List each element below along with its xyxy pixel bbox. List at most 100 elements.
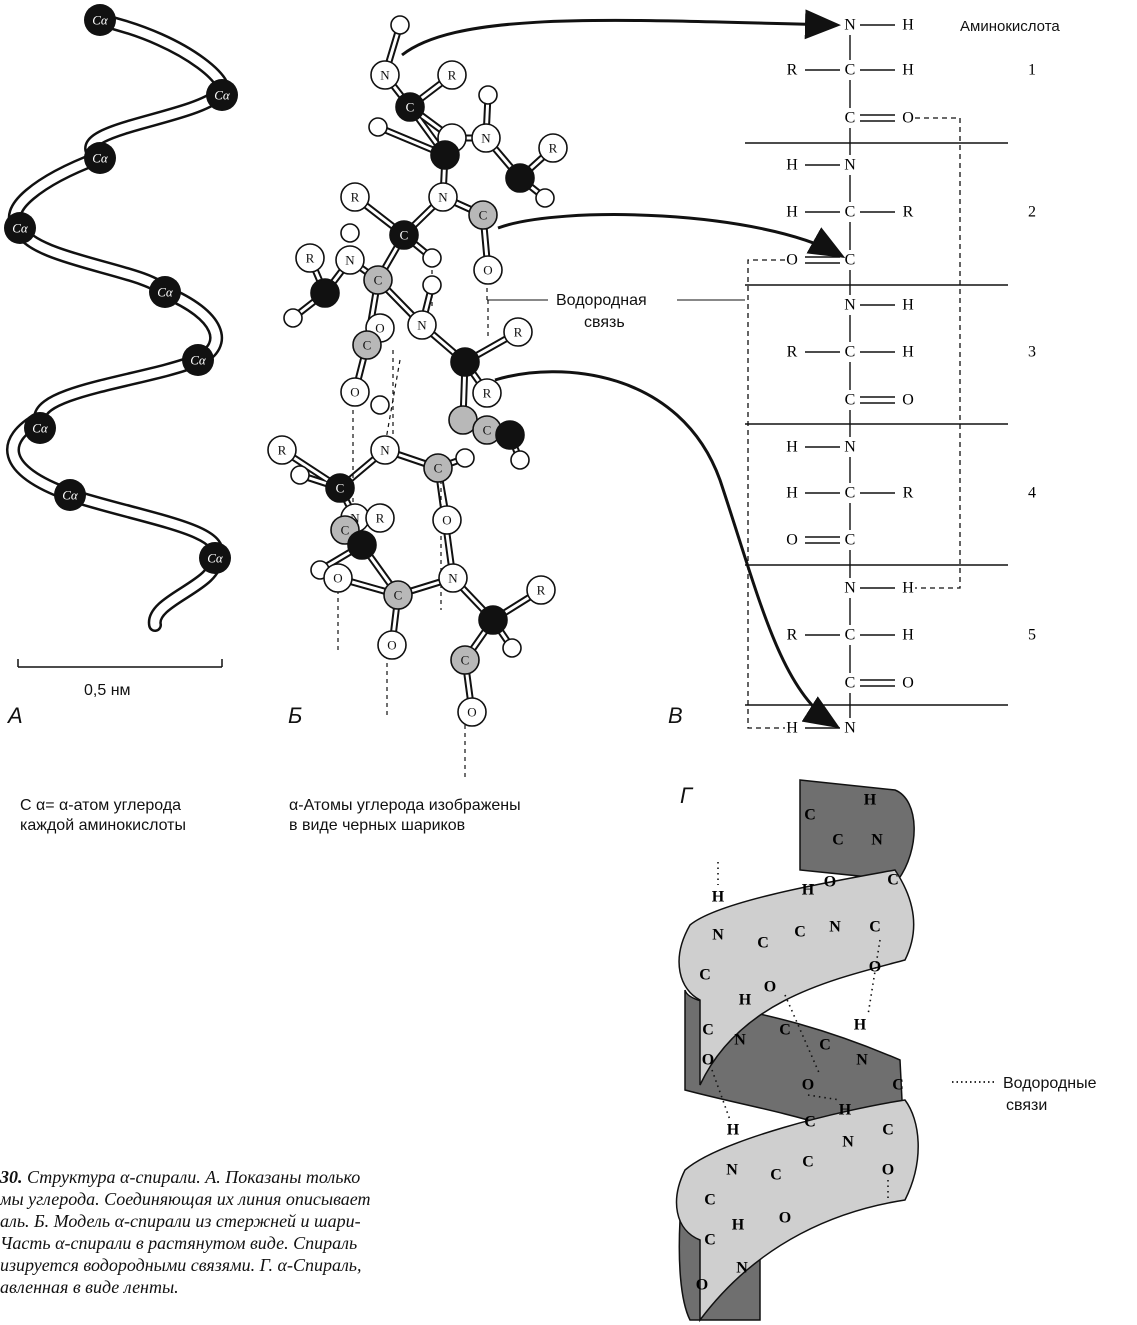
ribbon-atom: C xyxy=(770,1167,782,1184)
panel-d-legend-line2: связи xyxy=(1006,1097,1048,1114)
ca-atom-label: Cα xyxy=(214,88,231,103)
backbone-n: N xyxy=(844,17,856,34)
ca-atom-label: Cα xyxy=(92,151,109,166)
atom-ball: R xyxy=(267,435,297,465)
ribbon-atom: N xyxy=(856,1052,868,1069)
ribbon-atom: N xyxy=(736,1260,748,1277)
alpha-c: C xyxy=(845,485,856,502)
ribbon-atom: C xyxy=(819,1037,831,1054)
hydrogen-ball xyxy=(455,448,475,468)
ca-atom: Cα xyxy=(54,479,86,511)
ribbon-atom: H xyxy=(802,882,815,899)
alpha-carbon-ball xyxy=(310,278,340,308)
atom-label: O xyxy=(467,705,476,720)
ribbon-atom: H xyxy=(732,1217,745,1234)
ribbon-atom: C xyxy=(794,924,806,941)
atom-ball: R xyxy=(538,133,568,163)
ca-atom: Cα xyxy=(4,212,36,244)
ca-atom: Cα xyxy=(206,79,238,111)
ribbon-atom: N xyxy=(829,919,841,936)
atom-ball: R xyxy=(472,378,502,408)
atom-ball: C xyxy=(352,330,382,360)
atom-ball: R xyxy=(503,317,533,347)
atom-label: R xyxy=(514,325,523,340)
atom-label: N xyxy=(448,571,458,586)
atom-label: N xyxy=(345,253,355,268)
atom-label: N xyxy=(438,190,448,205)
side-chain-r: R xyxy=(903,485,914,502)
atom-label: O xyxy=(350,385,359,400)
ribbon-atom: C xyxy=(704,1232,716,1249)
atom-label: C xyxy=(341,523,350,538)
atom-ball: C xyxy=(363,265,393,295)
amino-acid-header: Аминокислота xyxy=(960,18,1060,35)
ribbon-atom: C xyxy=(757,935,769,952)
ca-atom-label: Cα xyxy=(92,13,109,28)
carbonyl-o: O xyxy=(902,675,914,692)
ribbon-atom: H xyxy=(739,992,752,1009)
ribbon-atom: C xyxy=(804,1114,816,1131)
ribbon-atom: C xyxy=(779,1022,791,1039)
ribbon-atom: H xyxy=(727,1122,740,1139)
alpha-c: C xyxy=(845,62,856,79)
figure-caption: 30. Структура α-спирали. А. Показаны тол… xyxy=(0,1166,540,1298)
carbonyl-c: C xyxy=(845,252,856,269)
ribbon-atom: C xyxy=(832,832,844,849)
atom-ball: R xyxy=(526,575,556,605)
ribbon-atom: C xyxy=(704,1192,716,1209)
panel-a-legend-line1: C α= α-атом углерода xyxy=(20,797,182,814)
atom-ball: C xyxy=(468,200,498,230)
alpha-carbon-ball xyxy=(347,530,377,560)
carbonyl-o: O xyxy=(786,532,798,549)
atom-label: N xyxy=(417,318,427,333)
panel-d-legend-line1: Водородные xyxy=(1003,1075,1097,1092)
atom-label: C xyxy=(374,273,383,288)
ca-atom-label: Cα xyxy=(157,285,174,300)
atom-label: O xyxy=(375,321,384,336)
atom-label: C xyxy=(461,653,470,668)
residue-number: 5 xyxy=(1028,627,1036,644)
atom-ball: N xyxy=(428,182,458,212)
alpha-carbon-ball xyxy=(478,605,508,635)
atom-label: O xyxy=(333,571,342,586)
atom-label: C xyxy=(363,338,372,353)
atom-ball: C xyxy=(383,580,413,610)
atom-label: R xyxy=(537,583,546,598)
ribbon-atom: N xyxy=(871,832,883,849)
ribbon-atom: H xyxy=(712,889,725,906)
ribbon-atom: C xyxy=(702,1022,714,1039)
n-hydrogen: H xyxy=(786,157,798,174)
ca-atom-label: Cα xyxy=(32,421,49,436)
atom-ball: N xyxy=(438,563,468,593)
atom-label: R xyxy=(306,251,315,266)
atom-label: O xyxy=(442,513,451,528)
hydrogen-ball xyxy=(368,117,388,137)
atom-label: R xyxy=(483,386,492,401)
ribbon-atom: N xyxy=(734,1032,746,1049)
ca-atom-label: Cα xyxy=(12,221,29,236)
carbonyl-c: C xyxy=(845,675,856,692)
atom-ball: O xyxy=(340,377,370,407)
ribbon-atom: H xyxy=(854,1017,867,1034)
atom-ball: R xyxy=(295,243,325,273)
side-chain-r: R xyxy=(787,344,798,361)
ribbon-atom: O xyxy=(702,1052,714,1069)
ca-atom-label: Cα xyxy=(62,488,79,503)
atom-label: C xyxy=(336,481,345,496)
hydrogen-ball xyxy=(390,15,410,35)
caption-line2: мы углерода. Соединяющая их линия описыв… xyxy=(0,1189,371,1209)
atom-ball: O xyxy=(323,563,353,593)
panel-d-letter: Г xyxy=(680,783,692,808)
carbonyl-o: O xyxy=(902,392,914,409)
ribbon-atom: C xyxy=(887,872,899,889)
hydrogen-ball xyxy=(502,638,522,658)
atom-ball: C xyxy=(450,645,480,675)
atom-ball: N xyxy=(471,123,501,153)
atom-label: C xyxy=(479,208,488,223)
panel-b-legend-line2: в виде черных шариков xyxy=(289,817,466,834)
backbone-n: N xyxy=(844,580,856,597)
ca-atom: Cα xyxy=(182,344,214,376)
backbone-n: N xyxy=(844,720,856,737)
